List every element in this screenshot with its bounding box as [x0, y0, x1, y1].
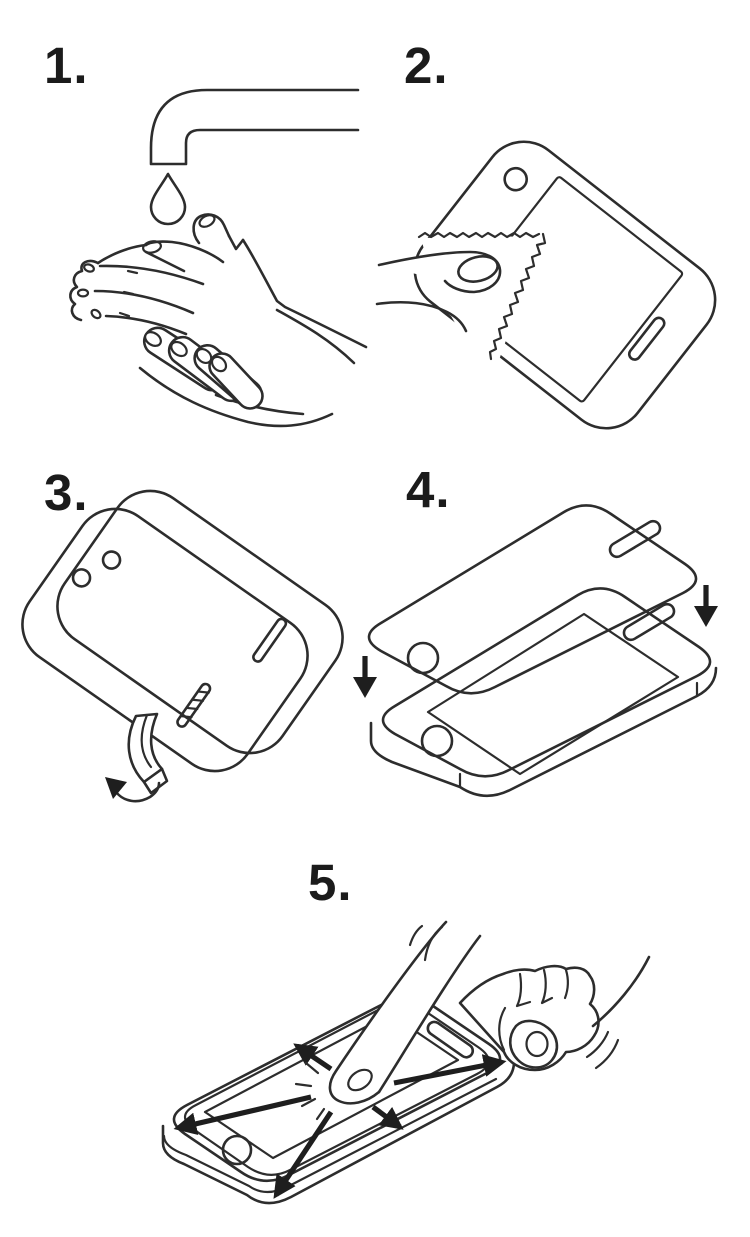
pressing-finger-icon — [328, 920, 482, 1105]
holding-hand-icon — [458, 955, 651, 1072]
peel-backing-illustration — [21, 489, 344, 803]
step-1-panel: 1. — [0, 0, 375, 440]
down-arrow-icon — [353, 656, 377, 698]
home-button-icon — [420, 724, 454, 758]
speaker-slot-icon — [622, 602, 676, 642]
step-3-panel: 3. — [0, 440, 375, 860]
washing-hands-illustration — [69, 88, 368, 428]
slot-cutout-icon — [252, 617, 288, 663]
home-cutout-icon — [406, 641, 440, 675]
water-drop-icon — [149, 172, 187, 226]
protector-film-icon — [367, 504, 698, 695]
smooth-bubbles-illustration — [161, 920, 651, 1205]
curl-arrow-icon — [105, 777, 161, 803]
step-3-number: 3. — [44, 464, 89, 521]
step-1-number: 1. — [44, 37, 89, 94]
home-button-icon — [221, 1134, 253, 1166]
step-4-number: 4. — [406, 461, 451, 518]
apply-protector-illustration — [353, 504, 718, 798]
motion-lines-icon — [408, 924, 444, 962]
motion-lines-icon — [585, 1030, 620, 1070]
step-2-panel: 2. — [375, 0, 750, 440]
thumb-icon — [375, 250, 502, 333]
speaker-slot-icon — [426, 1020, 475, 1059]
slot-cutout-icon — [608, 519, 662, 559]
camera-cutout-icon — [71, 568, 92, 588]
step-5-panel: 5. — [0, 840, 750, 1237]
home-slot-icon — [627, 316, 666, 361]
backing-film-icon — [21, 507, 309, 773]
step-5-number: 5. — [308, 854, 353, 911]
down-arrow-icon — [694, 585, 718, 627]
screen-outline — [426, 612, 680, 776]
step-2-number: 2. — [404, 37, 449, 94]
thumb-icon — [508, 1019, 559, 1069]
washing-hands-icon — [69, 213, 368, 428]
hatched-slot-icon — [176, 682, 212, 728]
faucet-icon — [149, 88, 360, 166]
press-spark-icon — [294, 1061, 326, 1121]
camera-icon — [503, 166, 528, 192]
peel-tab-icon — [127, 712, 169, 795]
phone-3d-icon — [369, 587, 718, 798]
wipe-screen-illustration — [375, 140, 717, 430]
camera-cutout-icon — [101, 550, 122, 570]
forearm-line — [591, 955, 651, 1028]
step-4-panel: 4. — [340, 440, 750, 860]
